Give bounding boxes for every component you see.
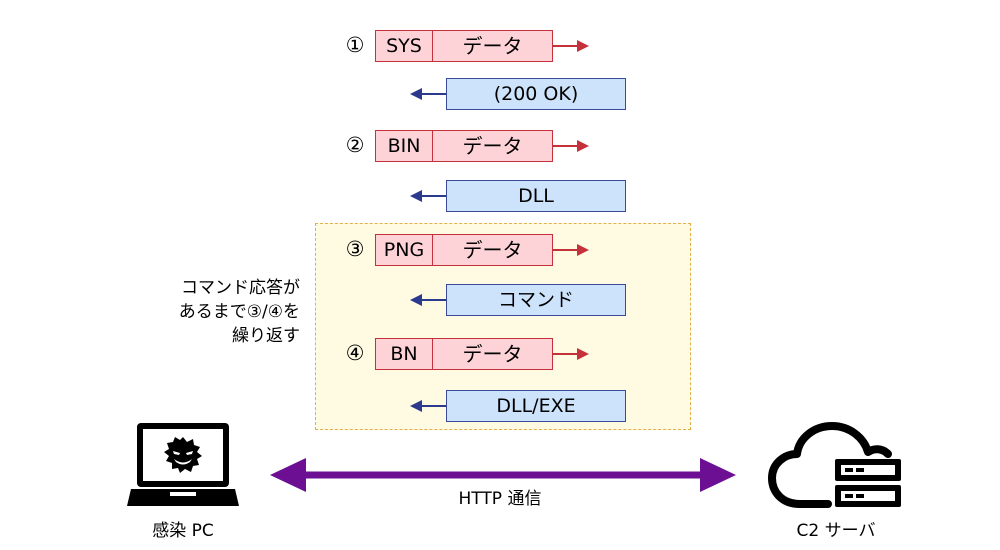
step-number-2: ② bbox=[345, 133, 365, 157]
request-4: BN データ bbox=[375, 338, 553, 370]
request-2: BIN データ bbox=[375, 130, 553, 162]
request-body: データ bbox=[462, 342, 523, 366]
loop-note-line: コマンド応答が bbox=[181, 278, 300, 298]
response-1: (200 OK) bbox=[446, 78, 626, 110]
loop-note-line: 繰り返す bbox=[232, 326, 300, 346]
request-tag: SYS bbox=[376, 31, 433, 61]
response-3: コマンド bbox=[446, 284, 626, 316]
response-2: DLL bbox=[446, 180, 626, 212]
step-number-4: ④ bbox=[345, 341, 365, 365]
link-label: HTTP 通信 bbox=[458, 489, 542, 509]
client-label: 感染 PC bbox=[152, 521, 214, 541]
response-arrow-icon bbox=[410, 190, 446, 202]
request-body: データ bbox=[462, 34, 523, 58]
request-arrow-icon bbox=[553, 244, 589, 256]
request-tag: BN bbox=[376, 339, 433, 369]
request-arrow-icon bbox=[553, 140, 589, 152]
loop-note-line: あるまで③/④を bbox=[178, 302, 300, 322]
response-4: DLL/EXE bbox=[446, 390, 626, 422]
request-3: PNG データ bbox=[375, 234, 553, 266]
cloud-server-icon bbox=[768, 422, 901, 508]
infected-laptop-icon bbox=[127, 423, 239, 506]
response-arrow-icon bbox=[410, 400, 446, 412]
loop-note: コマンド応答が あるまで③/④を 繰り返す bbox=[130, 276, 300, 348]
server-label: C2 サーバ bbox=[796, 521, 876, 541]
request-1: SYS データ bbox=[375, 30, 553, 62]
response-arrow-icon bbox=[410, 294, 446, 306]
request-arrow-icon bbox=[553, 348, 589, 360]
step-number-3: ③ bbox=[345, 237, 365, 261]
request-arrow-icon bbox=[553, 40, 589, 52]
request-tag: PNG bbox=[376, 235, 433, 265]
bidirectional-arrow-icon bbox=[270, 458, 736, 492]
request-body: データ bbox=[462, 238, 523, 262]
response-arrow-icon bbox=[410, 88, 446, 100]
step-number-1: ① bbox=[345, 33, 365, 57]
request-tag: BIN bbox=[376, 131, 433, 161]
request-body: データ bbox=[462, 134, 523, 158]
